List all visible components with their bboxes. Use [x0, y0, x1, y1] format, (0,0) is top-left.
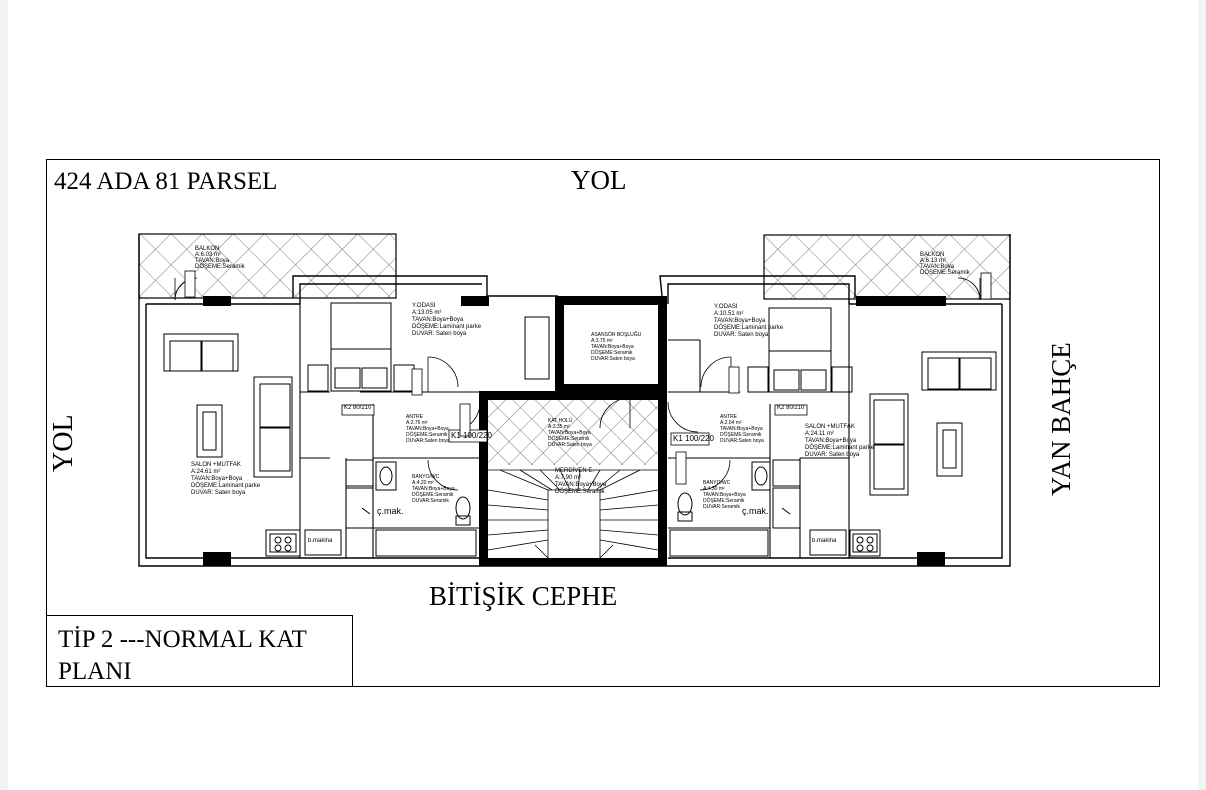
plan-title-line1: TİP 2 ---NORMAL KAT	[58, 626, 307, 653]
road-top-label: YOL	[571, 165, 627, 195]
landing-hatch	[486, 400, 662, 465]
parcel-label: 424 ADA 81 PARSEL	[54, 168, 278, 195]
drawing-frame	[46, 159, 1160, 687]
furniture	[163, 302, 997, 557]
right-balcony	[763, 234, 1011, 300]
left-dishwasher-label: b.makina	[308, 538, 333, 544]
right-washer-label: ç.mak.	[742, 506, 769, 516]
door-tags	[184, 270, 992, 485]
plan-title-line2: PLANI	[58, 658, 132, 685]
stair-steps	[487, 469, 659, 559]
door-tag-right-entry: K1 100/220	[673, 434, 714, 443]
adjacent-facade-label: BİTİŞİK CEPHE	[429, 581, 618, 611]
plan-title-box	[47, 615, 353, 687]
left-washer-label: ç.mak.	[377, 506, 404, 516]
door-tag-right-antre: K2 80/210	[777, 405, 805, 411]
right-dishwasher-label: b.makina	[812, 538, 837, 544]
door-tag-left-entry: K1 100/220	[451, 431, 492, 440]
left-balcony	[138, 233, 397, 299]
core-walls	[203, 296, 946, 566]
door-tag-left-antre: K2 80/210	[344, 405, 372, 411]
